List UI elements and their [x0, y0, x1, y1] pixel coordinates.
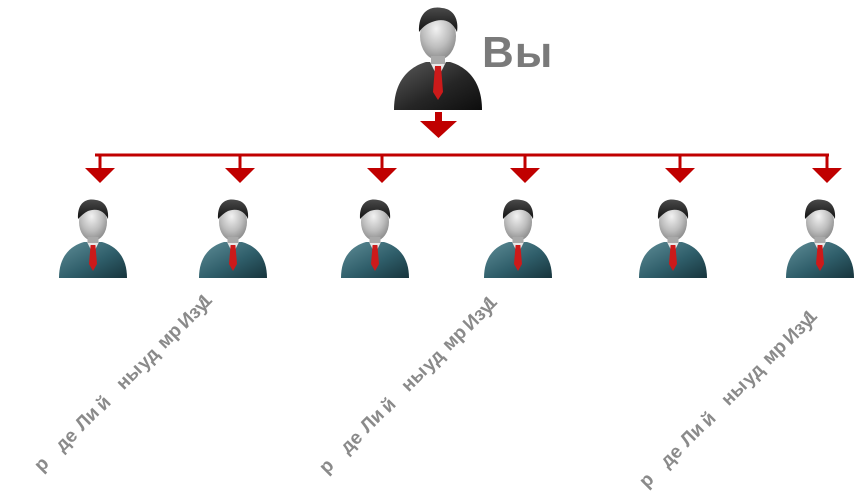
- person-icon: [484, 199, 552, 278]
- top-person: [394, 7, 482, 110]
- person-icon: [341, 199, 409, 278]
- connector-lines: [85, 112, 842, 183]
- team-row: [59, 199, 854, 278]
- child-arrow-head: [367, 168, 397, 183]
- person-icon: [639, 199, 707, 278]
- child-arrow-head: [225, 168, 255, 183]
- person-icon: [786, 199, 854, 278]
- child-arrow-head: [665, 168, 695, 183]
- child-arrow-head: [812, 168, 842, 183]
- child-arrow-head: [85, 168, 115, 183]
- main-arrow-stem: [435, 112, 442, 122]
- person-icon: [59, 199, 127, 278]
- person-icon: [199, 199, 267, 278]
- person-icon: [394, 7, 482, 110]
- top-person-label: Вы: [482, 28, 554, 77]
- main-arrow-head: [420, 121, 457, 138]
- child-arrow-head: [510, 168, 540, 183]
